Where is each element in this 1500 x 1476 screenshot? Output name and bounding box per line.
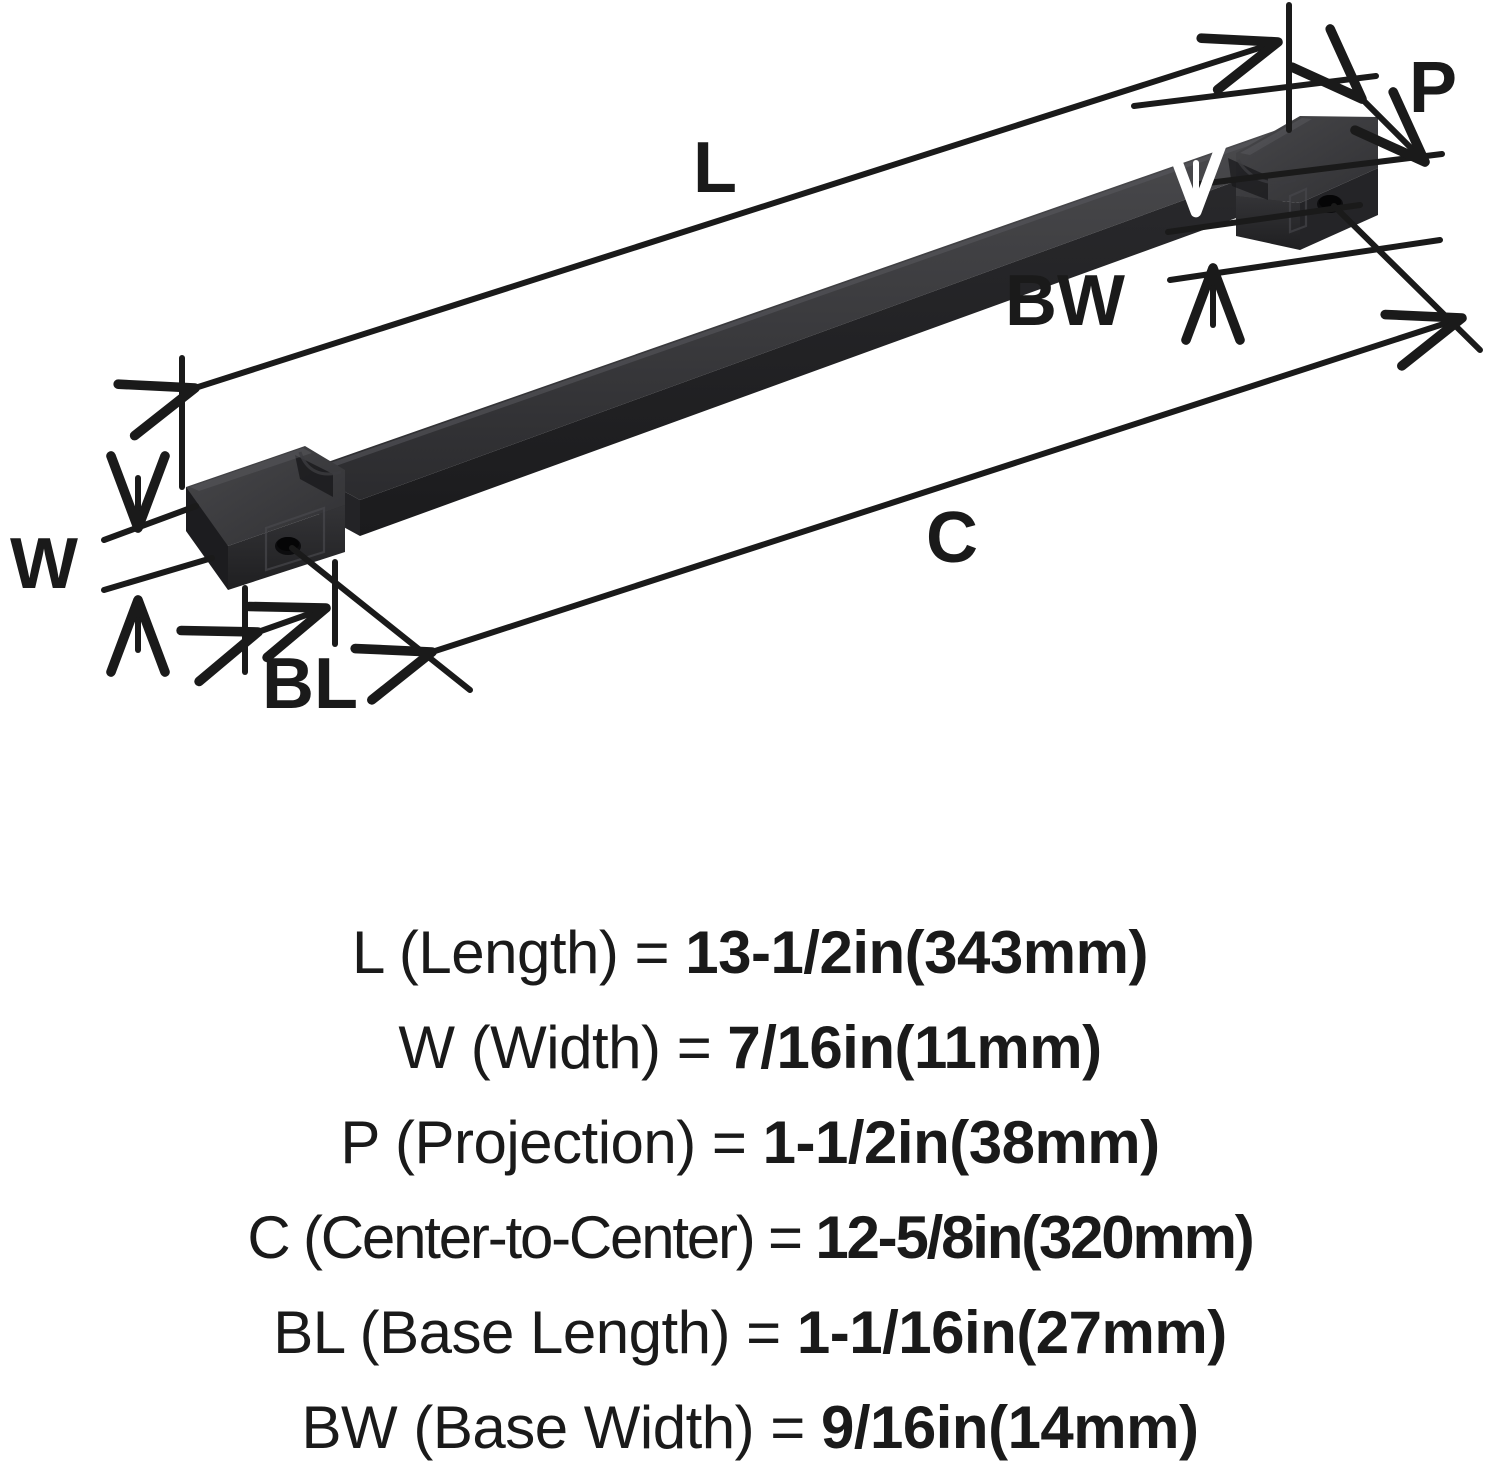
ext-line-W-top (101, 503, 199, 543)
ext-line-P-top (1131, 73, 1379, 109)
spec-value-length: 13-1/2in(343mm) (685, 919, 1148, 986)
spec-row-base-width: BW (Base Width) = 9/16in(14mm) (302, 1380, 1199, 1475)
spec-label-base-length: BL (Base Length) = (273, 1299, 797, 1366)
spec-label-width: W (Width) = (398, 1014, 728, 1081)
dim-line-C (350, 309, 1467, 705)
spec-row-length: L (Length) = 13-1/2in(343mm) (352, 905, 1148, 1000)
ext-line-BW-top (1165, 202, 1363, 235)
diagram-svg: L P BW (10, 2, 1483, 724)
handle-left-foot (186, 446, 345, 590)
spec-row-width: W (Width) = 7/16in(11mm) (398, 1000, 1102, 1095)
spec-row-projection: P (Projection) = 1-1/2in(38mm) (340, 1095, 1160, 1190)
dimension-BL (176, 559, 338, 687)
spec-value-base-length: 1-1/16in(27mm) (796, 1299, 1227, 1366)
dim-line-P (1287, 24, 1430, 167)
spec-row-center-to-center: C (Center-to-Center) = 12-5/8in(320mm) (247, 1190, 1254, 1285)
spec-value-center-to-center: 12-5/8in(320mm) (815, 1204, 1254, 1271)
bar-pull-handle-illustration (186, 116, 1378, 590)
dim-label-BW: BW (1005, 261, 1125, 341)
spec-label-base-width: BW (Base Width) = (301, 1394, 821, 1461)
dim-label-P: P (1409, 48, 1457, 128)
spec-row-base-length: BL (Base Length) = 1-1/16in(27mm) (273, 1285, 1227, 1380)
specification-list: L (Length) = 13-1/2in(343mm) W (Width) =… (0, 905, 1500, 1476)
dim-label-C: C (926, 498, 978, 578)
spec-label-length: L (Length) = (352, 919, 686, 986)
spec-value-width: 7/16in(11mm) (727, 1014, 1102, 1081)
product-diagram: L P BW (10, 2, 1483, 724)
leader-line-C-right (1331, 203, 1483, 353)
spec-label-center-to-center: C (Center-to-Center) = (247, 1204, 816, 1271)
dim-line-BL (176, 601, 331, 687)
dimension-P (1131, 24, 1445, 187)
ext-line-W-bottom (101, 555, 215, 593)
dim-label-L: L (693, 128, 737, 208)
spec-value-base-width: 9/16in(14mm) (820, 1394, 1199, 1461)
spec-value-projection: 1-1/2in(38mm) (762, 1109, 1160, 1176)
spec-label-projection: P (Projection) = (340, 1109, 763, 1176)
handle-rail-front-face (360, 139, 1352, 536)
dim-label-BL: BL (262, 644, 358, 724)
dimension-W (101, 451, 215, 677)
dim-label-W: W (10, 524, 78, 604)
dimension-C (289, 203, 1483, 705)
